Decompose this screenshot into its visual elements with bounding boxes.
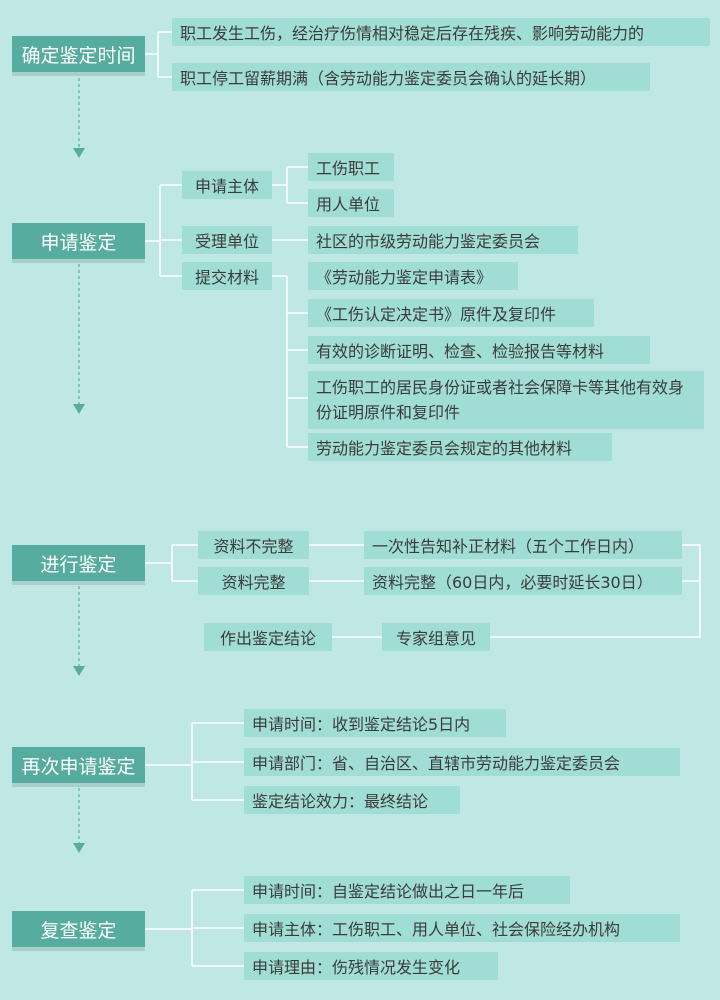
connector-stage3 <box>145 544 198 582</box>
conduct-incomplete-label: 资料不完整 <box>198 531 309 559</box>
condition-leave-expired: 职工停工留薪期满（含劳动能力鉴定委员会确认的延长期） <box>172 63 650 91</box>
material-injury-decision: 《工伤认定决定书》原件及复印件 <box>308 299 594 327</box>
review-subject: 申请主体：工伤职工、用人单位、社会保险经办机构 <box>244 914 680 942</box>
connector-stage3-actions <box>309 544 364 582</box>
stage-review: 复查鉴定 <box>12 911 145 947</box>
review-reason: 申请理由：伤残情况发生变化 <box>244 952 498 980</box>
conduct-complete-label: 资料完整 <box>198 567 309 595</box>
connector-stage2-subject <box>272 166 308 204</box>
apply-acceptor-value: 社区的市级劳动能力鉴定委员会 <box>308 226 578 254</box>
connector-stage1 <box>145 31 172 78</box>
connector-stage5 <box>145 889 244 967</box>
apply-subject-worker: 工伤职工 <box>308 153 394 181</box>
flow-arrow-1 <box>73 148 85 158</box>
connector-stage3-loop <box>332 544 701 638</box>
apply-materials-label: 提交材料 <box>182 262 272 290</box>
condition-injury-disability: 职工发生工伤，经治疗伤情相对稳定后存在残疾、影响劳动能力的 <box>172 18 710 46</box>
conduct-expert-opinion: 专家组意见 <box>382 623 490 651</box>
flow-arrow-2 <box>73 404 85 414</box>
connector-stage2-main <box>145 184 182 277</box>
stage-apply: 申请鉴定 <box>12 223 145 259</box>
flow-arrow-4 <box>73 843 85 853</box>
reapply-department: 申请部门：省、自治区、直辖市劳动能力鉴定委员会 <box>244 748 680 776</box>
conduct-conclusion: 作出鉴定结论 <box>204 623 332 651</box>
review-time: 申请时间：自鉴定结论做出之日一年后 <box>244 876 570 904</box>
material-id-proof: 工伤职工的居民身份证或者社会保障卡等其他有效身份证明原件和复印件 <box>308 371 704 429</box>
connector-stage2-materials <box>272 275 308 448</box>
reapply-effect: 鉴定结论效力：最终结论 <box>244 786 460 814</box>
conduct-incomplete-action: 一次性告知补正材料（五个工作日内） <box>364 531 682 559</box>
apply-subject-employer: 用人单位 <box>308 189 394 217</box>
material-application-form: 《劳动能力鉴定申请表》 <box>308 262 518 290</box>
stage-reapply: 再次申请鉴定 <box>12 747 145 783</box>
stage-confirm-time: 确定鉴定时间 <box>12 36 145 72</box>
material-diagnosis: 有效的诊断证明、检查、检验报告等材料 <box>308 336 650 364</box>
reapply-time: 申请时间：收到鉴定结论5日内 <box>244 709 506 737</box>
apply-acceptor-label: 受理单位 <box>182 226 272 254</box>
stage-conduct: 进行鉴定 <box>12 545 145 581</box>
conduct-complete-action: 资料完整（60日内，必要时延长30日） <box>364 567 682 595</box>
connector-stage4 <box>145 722 244 801</box>
flow-arrow-3 <box>73 666 85 676</box>
material-other: 劳动能力鉴定委员会规定的其他材料 <box>308 433 612 461</box>
apply-subject-label: 申请主体 <box>182 171 272 199</box>
